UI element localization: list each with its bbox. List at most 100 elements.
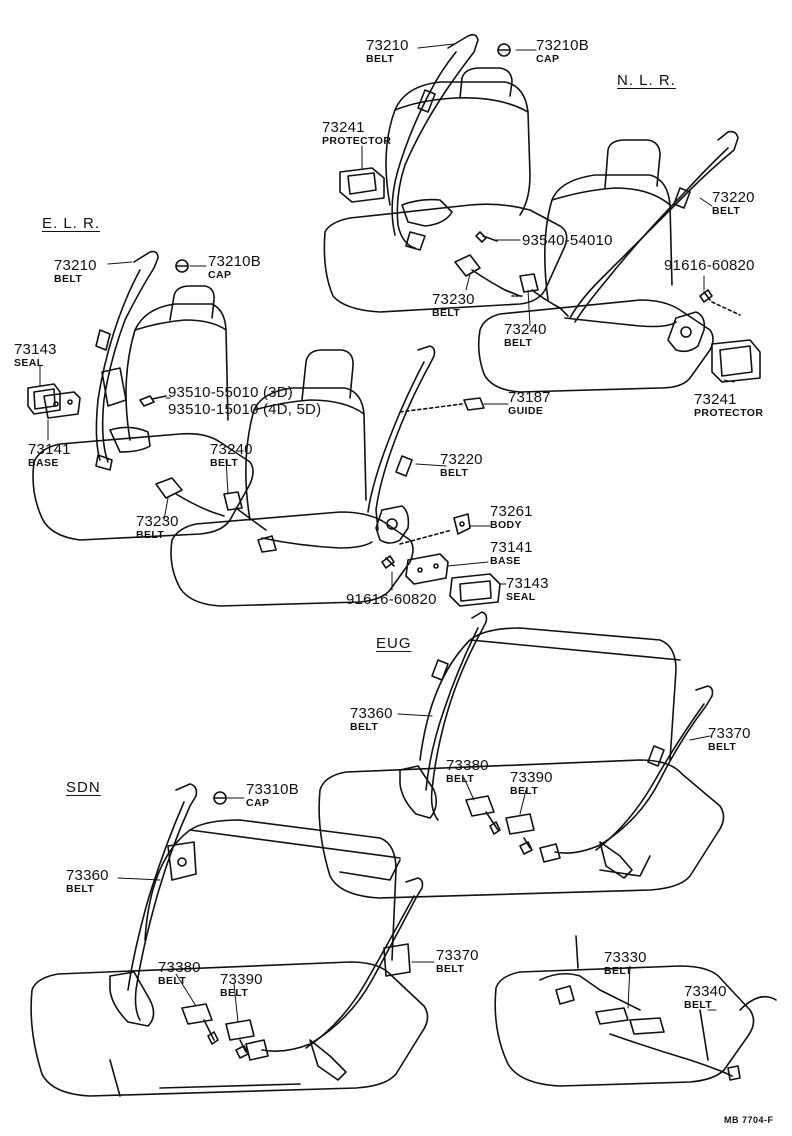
part-number: 73210 <box>366 37 409 54</box>
part-number: 73210 <box>54 257 97 274</box>
eug-buckles-73380-73390 <box>465 795 535 855</box>
nlr-belt-73210 <box>391 33 479 251</box>
sdn-buckles-73380-73390 <box>181 1003 255 1059</box>
elr-body-73261 <box>453 513 471 535</box>
sdn-cap-73310b <box>213 791 227 805</box>
section-heading-elr: E. L. R. <box>42 215 101 232</box>
part-name: BELT <box>684 999 713 1011</box>
part-name: PROTECTOR <box>322 135 392 147</box>
nlr-protector-73241-b <box>711 339 761 383</box>
part-name: BELT <box>708 741 737 753</box>
part-number: 73240 <box>504 321 547 338</box>
nlr-belt-73220 <box>564 130 739 353</box>
elr-belt-73210 <box>95 250 159 471</box>
elr-seal-73143 <box>449 573 501 607</box>
part-number: 73380 <box>158 959 201 976</box>
part-name: CAP <box>246 797 270 809</box>
part-number: 73240 <box>210 441 253 458</box>
part-number: 73241 <box>694 391 737 408</box>
part-name: BELT <box>446 773 475 785</box>
section-heading-eug: EUG <box>376 635 412 652</box>
part-number: 73360 <box>66 867 109 884</box>
part-name: BELT <box>432 307 461 319</box>
bench-seat-73330-73340 <box>494 935 777 1087</box>
nlr-buckle-belts <box>454 254 569 317</box>
eug-belt-73370 <box>539 685 714 879</box>
part-number: 93510-55010 (3D) <box>168 384 293 401</box>
part-name: BODY <box>490 519 522 531</box>
elr-bolts <box>139 395 463 569</box>
part-name: BELT <box>440 467 469 479</box>
part-number: 73370 <box>708 725 751 742</box>
eug-rear-seat <box>318 627 725 899</box>
part-number: 73141 <box>490 539 533 556</box>
part-name: BELT <box>604 965 633 977</box>
part-number: 73210B <box>208 253 261 270</box>
part-number: 91616-60820 <box>664 257 755 274</box>
part-number: 73220 <box>440 451 483 468</box>
section-heading-nlr: N. L. R. <box>617 72 676 89</box>
part-name: BELT <box>210 457 239 469</box>
nlr-seat-right <box>477 139 714 393</box>
part-number: 93510-15010 (4D, 5D) <box>168 401 322 418</box>
part-number: 73230 <box>432 291 475 308</box>
sdn-rear-seat <box>30 819 429 1097</box>
part-number: 73380 <box>446 757 489 774</box>
part-number: 91616-60820 <box>346 591 437 608</box>
elr-buckle-belts <box>155 477 267 531</box>
nlr-cap-73210b <box>497 43 511 57</box>
nlr-seat-left <box>323 67 568 313</box>
part-number: 73261 <box>490 503 533 520</box>
part-name: BELT <box>350 721 379 733</box>
elr-guide-73187 <box>463 397 485 411</box>
part-name: BELT <box>510 785 539 797</box>
nlr-bolts <box>475 231 741 316</box>
part-number: 73241 <box>322 119 365 136</box>
elr-cap-73210b <box>175 259 189 273</box>
elr-seat-left <box>32 285 254 541</box>
elr-belt-73220 <box>257 345 436 553</box>
part-name: BELT <box>220 987 249 999</box>
part-number: 73360 <box>350 705 393 722</box>
part-number: 73143 <box>14 341 57 358</box>
part-name: GUIDE <box>508 405 544 417</box>
part-name: BASE <box>28 457 59 469</box>
part-name: BELT <box>66 883 95 895</box>
part-number: 73230 <box>136 513 179 530</box>
part-name: CAP <box>536 53 560 65</box>
nlr-protector-73241-a <box>339 167 385 203</box>
part-name: SEAL <box>506 591 536 603</box>
part-name: SEAL <box>14 357 44 369</box>
part-name: PROTECTOR <box>694 407 764 419</box>
sdn-belt-73360 <box>109 783 198 1027</box>
part-number: 73143 <box>506 575 549 592</box>
part-number: 73370 <box>436 947 479 964</box>
part-number: 73141 <box>28 441 71 458</box>
elr-seal-base-left <box>27 383 81 419</box>
part-number: 73340 <box>684 983 727 1000</box>
part-name: BELT <box>366 53 395 65</box>
part-name: BELT <box>54 273 83 285</box>
part-number: 73310B <box>246 781 299 798</box>
part-name: CAP <box>208 269 232 281</box>
part-number: 73390 <box>220 971 263 988</box>
part-number: 73210B <box>536 37 589 54</box>
part-number: 73330 <box>604 949 647 966</box>
section-heading-sdn: SDN <box>66 779 101 796</box>
sdn-belt-73370 <box>245 877 424 1081</box>
part-name: BELT <box>504 337 533 349</box>
part-name: BELT <box>436 963 465 975</box>
leader-lines <box>39 43 735 1023</box>
part-number: 73220 <box>712 189 755 206</box>
drawing-code: MB 7704-F <box>724 1115 774 1125</box>
part-number: 73187 <box>508 389 551 406</box>
part-name: BELT <box>136 529 165 541</box>
elr-seat-right <box>170 349 414 607</box>
part-name: BELT <box>712 205 741 217</box>
part-number: 73390 <box>510 769 553 786</box>
part-name: BASE <box>490 555 521 567</box>
elr-base-73141 <box>405 553 449 585</box>
part-number: 93540-54010 <box>522 232 613 249</box>
part-name: BELT <box>158 975 187 987</box>
